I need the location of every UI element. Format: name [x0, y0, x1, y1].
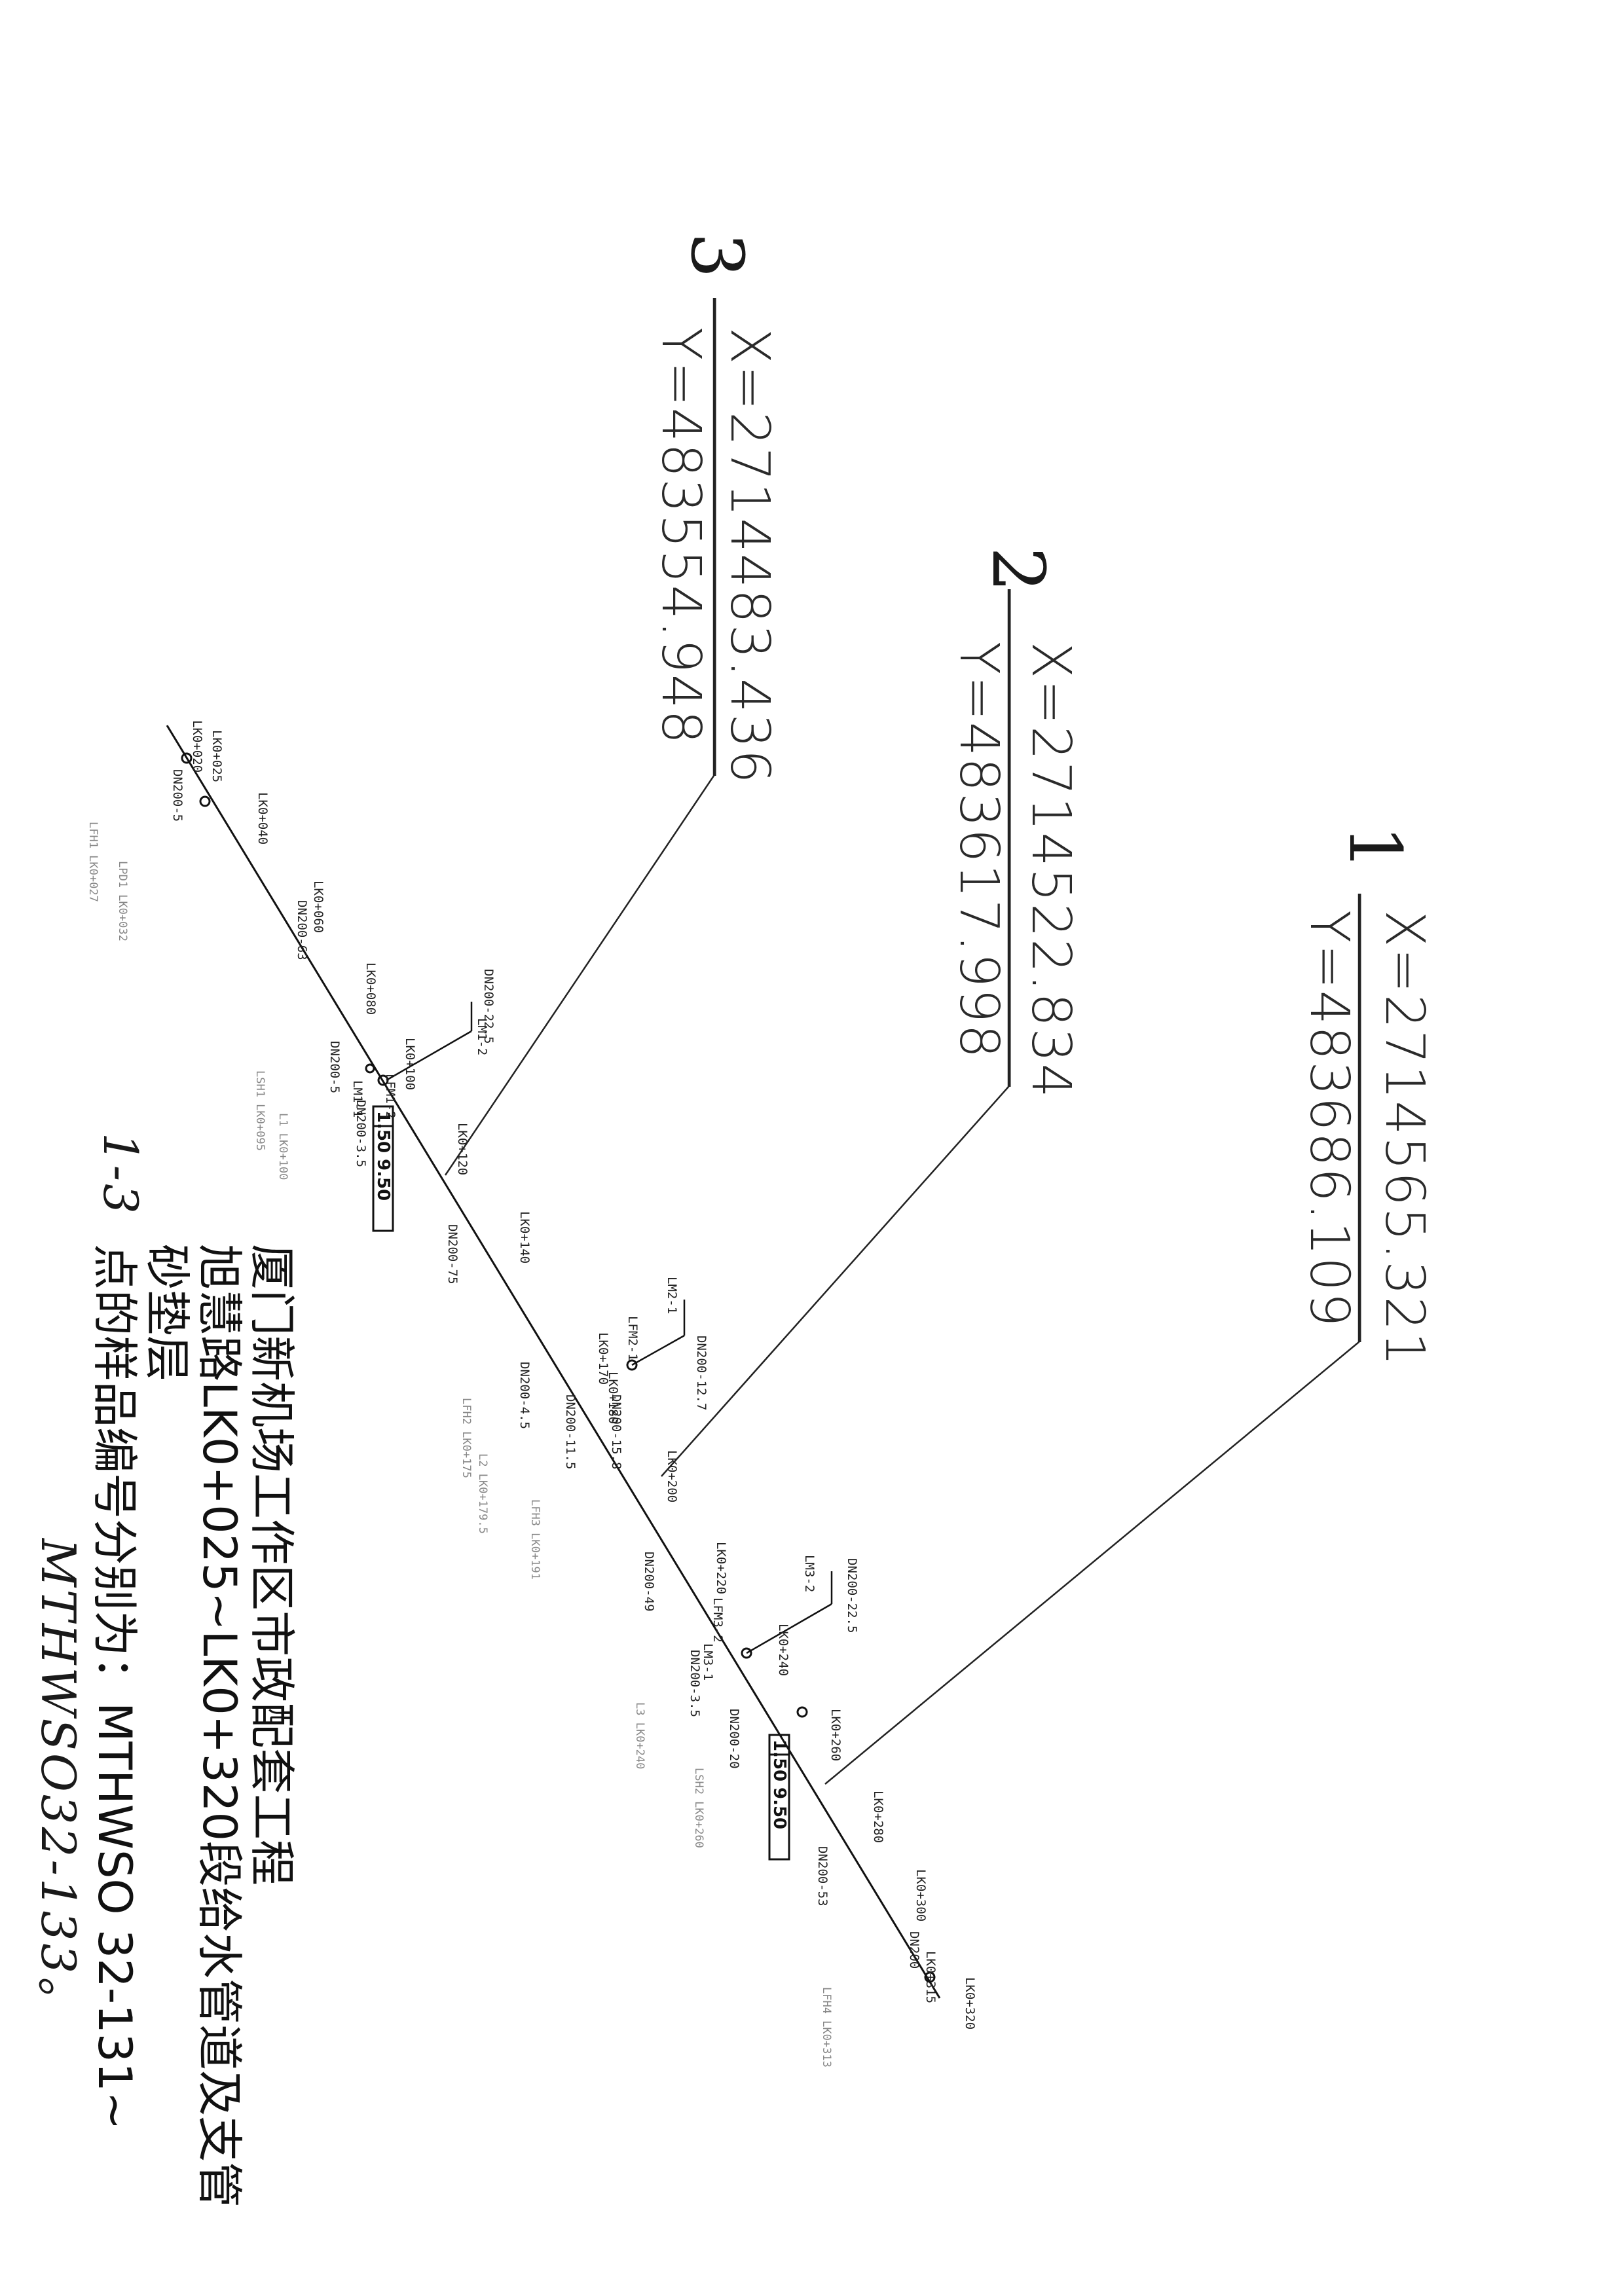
branch-lm1-2: LM1-2 — [475, 1018, 489, 1056]
main-pipe-line — [166, 725, 941, 1999]
station-lk0-220: LK0+220 — [714, 1542, 728, 1595]
note-line-2: 旭慧路LK0+025~LK0+320段给水管道及支管 — [193, 1244, 246, 2208]
pipe-dn200-53: DN200-53 — [815, 1846, 830, 1906]
node-lk0-180 — [626, 1359, 638, 1371]
pipe-dn200-3-5-b: DN200-3.5 — [688, 1650, 702, 1717]
branch-lfm3-2: LFM3-2 — [710, 1597, 725, 1643]
branch-lfm1-2: LFM1-2 — [383, 1074, 397, 1119]
branch-lm2 — [631, 1334, 685, 1366]
node-lk0-260 — [796, 1706, 808, 1718]
point-number-2: 2 — [976, 547, 1060, 592]
side-label-lpd1: LPD1 LK0+032 — [116, 861, 129, 941]
point-number-3: 3 — [675, 232, 759, 278]
point-3-y: Y=483554.948 — [650, 327, 712, 746]
note-line-1: 厦门新机场工作区市政配套工程 — [245, 1244, 299, 1886]
side-label-l1: L1 LK0+100 — [276, 1113, 289, 1180]
leader-line-point-1 — [824, 894, 1360, 1785]
branch-lfm2-1: LFM2-1 — [625, 1316, 640, 1361]
branch-lm3 — [746, 1603, 832, 1654]
station-lk0-140: LK0+140 — [517, 1211, 532, 1264]
side-label-l2: L2 LK0+179.5 — [476, 1453, 489, 1534]
station-lk0-280: LK0+280 — [871, 1791, 885, 1844]
node-lk0-095 — [365, 1063, 375, 1074]
leader-line-point-2 — [661, 589, 1010, 1477]
branch-lm1 — [386, 1030, 472, 1082]
point-1-y: Y=483686.109 — [1298, 910, 1360, 1328]
station-lk0-260: LK0+260 — [828, 1709, 843, 1762]
point-2-x: X=2714522.834 — [1020, 642, 1082, 1099]
dimension-b-upper: 9.50 — [373, 1159, 393, 1201]
station-lk0-020: LK0+020 — [190, 720, 204, 773]
pipe-dn200-75: DN200-75 — [445, 1224, 460, 1285]
side-label-lfh2: LFH2 LK0+175 — [460, 1398, 473, 1478]
note-line-4: 点的样品编号分别为：MTHWSO 32-131~ — [88, 1244, 141, 2130]
pipe-dn200-15-8: DN200-15.8 — [609, 1394, 623, 1470]
side-label-l3: L3 LK0+240 — [633, 1702, 646, 1770]
leader-line-point-3 — [444, 298, 715, 1176]
note-line-5: MTHWSO32-133。 — [31, 1539, 86, 2026]
pipe-dn200-5-a: DN200-5 — [170, 769, 185, 822]
note-line-3: 砂垫层 — [140, 1244, 194, 1381]
side-label-lfh4: LFH4 LK0+313 — [820, 1987, 833, 2068]
branch-lm3-1: LM3-1 — [701, 1643, 715, 1681]
point-3-x: X=2714483.436 — [718, 327, 781, 785]
branch-lm3-2: LM3-2 — [802, 1555, 817, 1593]
station-lk0-120: LK0+120 — [455, 1123, 470, 1176]
side-label-lsh1: LSH1 LK0+095 — [253, 1070, 267, 1151]
node-lk0-240 — [741, 1647, 752, 1659]
dimension-box-upper — [372, 1105, 394, 1232]
station-lk0-025: LK0+025 — [210, 730, 224, 783]
node-lk0-025 — [181, 752, 193, 764]
station-lk0-100: LK0+100 — [403, 1038, 417, 1091]
station-lk0-200: LK0+200 — [665, 1450, 679, 1503]
point-1-x: X=2714565.321 — [1373, 910, 1435, 1368]
pipe-dn200-11-5: DN200-11.5 — [563, 1394, 578, 1470]
station-lk0-080: LK0+080 — [363, 962, 378, 1015]
dimension-box-lower — [768, 1734, 790, 1861]
station-lk0-320: LK0+320 — [963, 1977, 977, 2030]
pipe-dn200-49: DN200-49 — [642, 1552, 656, 1612]
station-lk0-040: LK0+040 — [255, 792, 270, 845]
branch-lm1-1: LM1-1 — [350, 1080, 365, 1118]
pipe-dn200-12-7: DN200-12.7 — [694, 1336, 709, 1411]
pipe-dn200-22-5-b: DN200-22.5 — [845, 1558, 859, 1633]
pipe-dn200-20: DN200-20 — [727, 1709, 741, 1769]
pipe-dn200-5-b: DN200-5 — [327, 1041, 342, 1094]
pipe-dn200-4-5: DN200-4.5 — [517, 1362, 532, 1429]
side-label-lfh1: LFH1 LK0+027 — [86, 822, 100, 902]
dimension-a-lower: 1.50 — [769, 1740, 789, 1782]
point-number-1: 1 — [1333, 825, 1417, 871]
branch-lm2-1: LM2-1 — [665, 1277, 679, 1315]
pipe-dn200-63: DN200-63 — [295, 900, 309, 960]
node-lk0-040 — [199, 795, 211, 807]
station-lk0-315: LK0+315 — [923, 1951, 938, 2004]
station-lk0-240: LK0+240 — [776, 1624, 790, 1677]
pipe-dn200: DN200 — [907, 1931, 921, 1969]
side-label-lfh3: LFH3 LK0+191 — [528, 1499, 542, 1580]
node-lk0-100 — [377, 1074, 389, 1086]
station-lk0-060: LK0+060 — [311, 881, 325, 934]
station-lk0-300: LK0+300 — [913, 1869, 928, 1922]
node-lk0-320 — [924, 1971, 936, 1983]
side-label-lsh2: LSH2 LK0+260 — [692, 1768, 705, 1848]
point-2-y: Y=483617.998 — [948, 642, 1010, 1060]
note-line-4-prefix: 1-3 — [93, 1133, 148, 1216]
dimension-b-lower: 9.50 — [769, 1787, 789, 1830]
